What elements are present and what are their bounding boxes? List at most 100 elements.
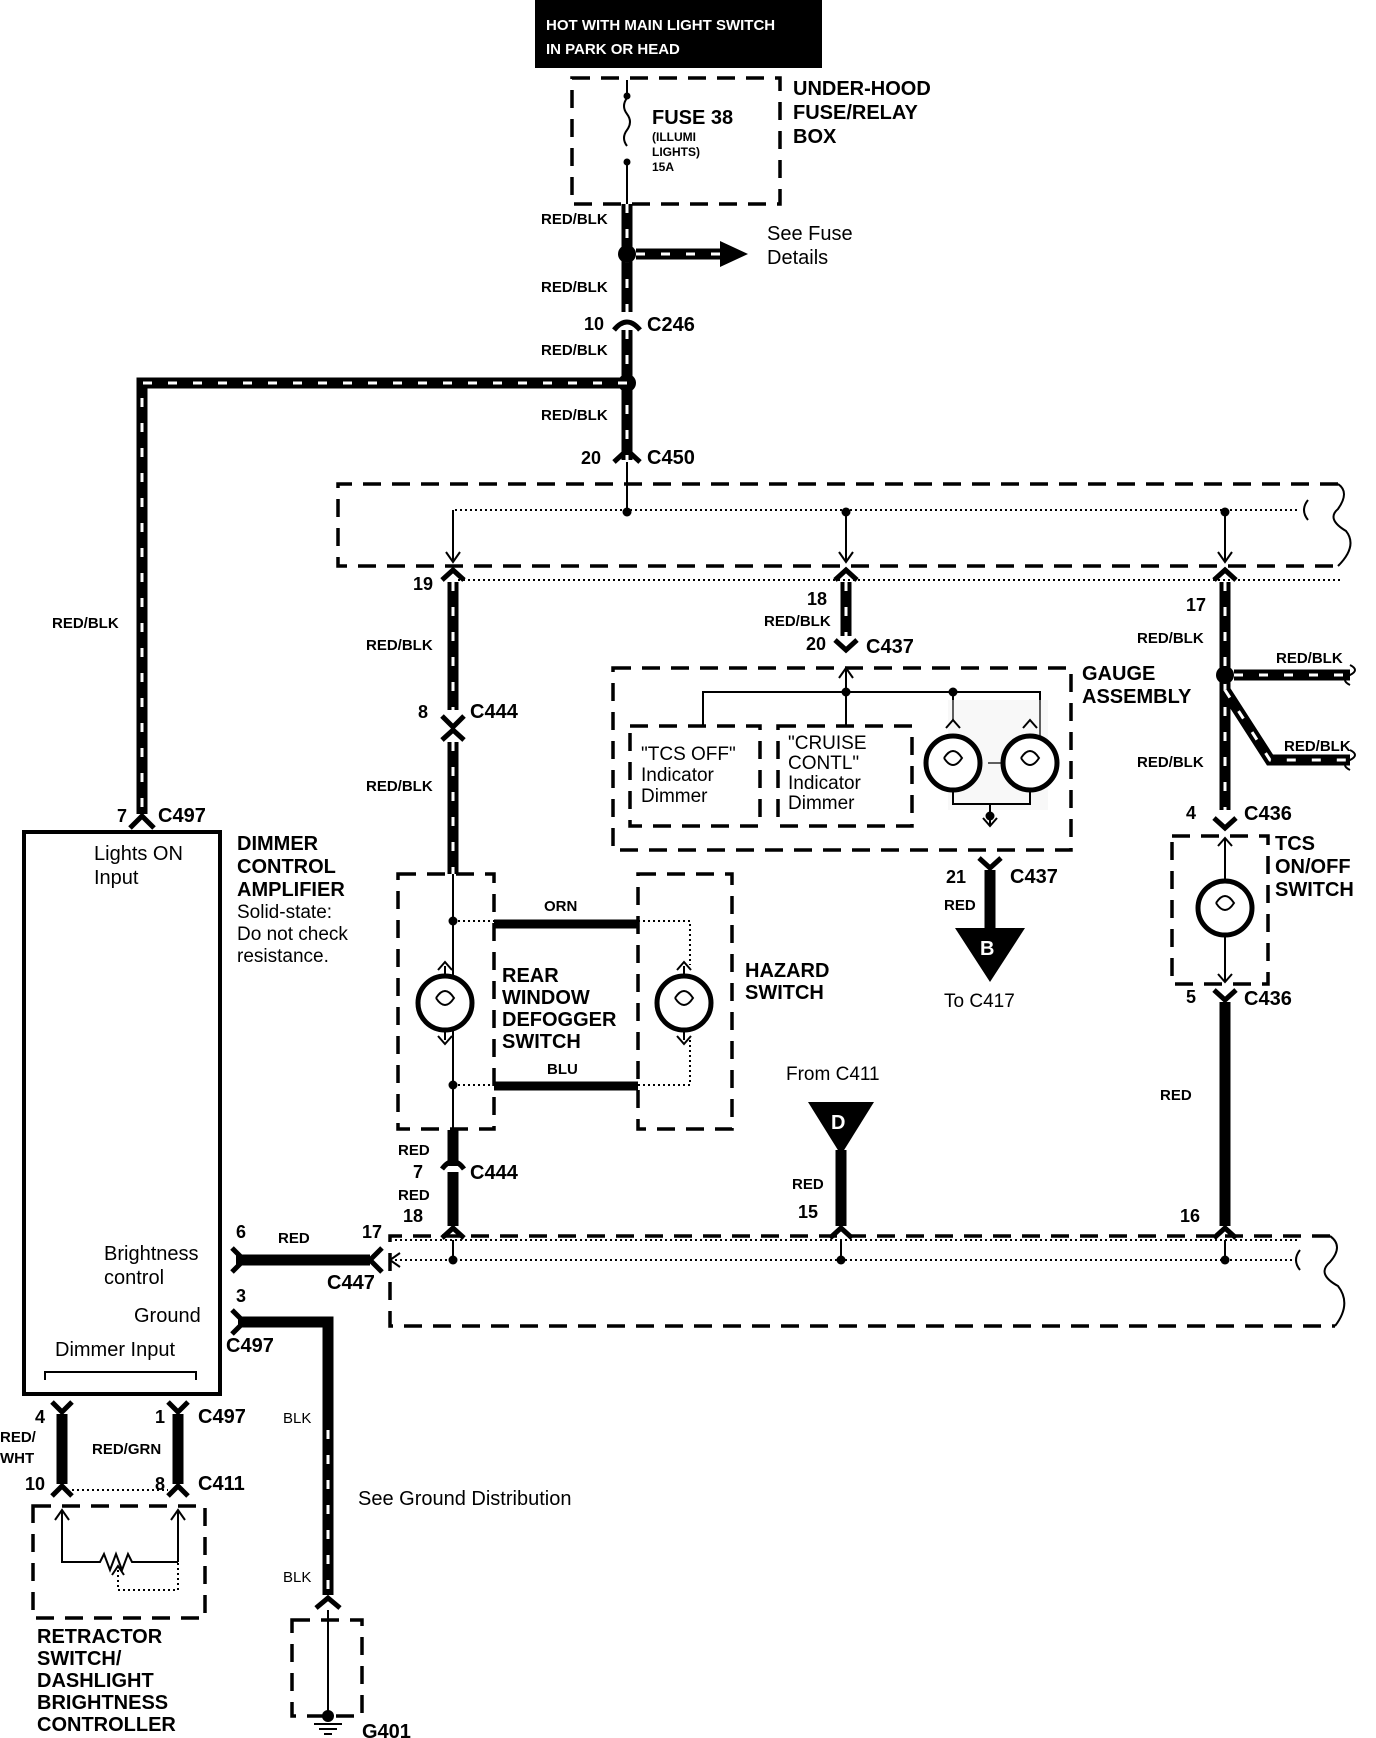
header-line1: HOT WITH MAIN LIGHT SWITCH xyxy=(546,17,775,34)
connector-label-c437: C437 xyxy=(866,636,914,658)
connector-d-letter: D xyxy=(831,1112,845,1134)
brightness-wire: 6 RED 17 C447 xyxy=(230,1222,384,1294)
connector-label-c246: C246 xyxy=(647,314,695,336)
wire-label-red-blk: RED/BLK xyxy=(541,407,608,424)
dimmer-amp-title-3: AMPLIFIER xyxy=(237,879,345,901)
branch-17-tcs: 17 RED/BLK RED/BLK RED/BLK RED/BLK 4 C43… xyxy=(1137,566,1356,832)
connector-label-g401: G401 xyxy=(362,1721,411,1738)
ground-wire: 3 C497 BLK BLK See Ground Distribution G… xyxy=(226,1286,571,1738)
connector-d-note: From C411 xyxy=(786,1064,880,1085)
dimmer-amp-title-2: CONTROL xyxy=(237,856,336,878)
dimmer-input-wires: 4 RED/ WHT 10 RED/GRN 1 C497 8 C411 xyxy=(0,1400,246,1498)
pin-c411-10: 10 xyxy=(25,1474,45,1494)
defogger-label-2: WINDOW xyxy=(502,987,590,1009)
pin-17-left: 17 xyxy=(362,1222,382,1242)
tcs-switch-label-3: SWITCH xyxy=(1275,879,1354,901)
pin-c497-1: 1 xyxy=(155,1407,165,1427)
main-feed-wire: RED/BLK RED/BLK RED/BLK RED/BLK 10 C246 … xyxy=(541,204,695,480)
pin-20: 20 xyxy=(806,634,826,654)
left-feed-wire: RED/BLK 7 C497 xyxy=(52,377,627,830)
wire-label-red: RED xyxy=(278,1230,310,1247)
gauge-bulb-2 xyxy=(990,718,1060,805)
wire-label-red-blk: RED/BLK xyxy=(1137,630,1204,647)
branch-19: 19 RED/BLK 8 C444 RED/BLK xyxy=(366,566,519,874)
connector-label-c437-lower: C437 xyxy=(1010,866,1058,888)
wire-label-red-wht-2: WHT xyxy=(0,1450,34,1467)
splice-dot xyxy=(618,245,636,263)
gauge-bulb-1 xyxy=(923,718,990,805)
retractor-label-4: BRIGHTNESS xyxy=(37,1692,168,1714)
wire-label-red: RED xyxy=(1160,1087,1192,1104)
connector-label-c447: C447 xyxy=(327,1272,375,1294)
pin-c497-4: 4 xyxy=(35,1407,45,1427)
fuse-box-title-3: BOX xyxy=(793,126,837,148)
wire-label-red-blk: RED/BLK xyxy=(541,279,608,296)
connector-b-note: To C417 xyxy=(944,991,1015,1012)
fuse-details-arrow: See Fuse Details xyxy=(636,223,853,269)
fuse-details-line2: Details xyxy=(767,247,828,269)
pin-17-top: 17 xyxy=(1186,595,1206,615)
dimmer-amp-title-1: DIMMER xyxy=(237,833,319,855)
branch-18-gauge: 18 RED/BLK 20 C437 xyxy=(764,566,914,658)
wire-label-red: RED xyxy=(944,897,976,914)
wire-label-red-blk: RED/BLK xyxy=(1137,754,1204,771)
pin-c444-8: 8 xyxy=(418,702,428,722)
header-box: HOT WITH MAIN LIGHT SWITCH IN PARK OR HE… xyxy=(535,0,822,68)
fuse-symbol xyxy=(623,97,631,147)
connector-b-letter: B xyxy=(980,938,994,960)
wire-label-red-wht-1: RED/ xyxy=(0,1429,37,1446)
potentiometer-symbol xyxy=(61,1512,178,1573)
retractor-label-1: RETRACTOR xyxy=(37,1626,163,1648)
retractor-label-2: SWITCH/ xyxy=(37,1648,122,1670)
fuse-relay-box: FUSE 38 (ILLUMI LIGHTS) 15A UNDER-HOOD F… xyxy=(570,76,931,206)
connector-label-c436-lower: C436 xyxy=(1244,988,1292,1010)
wire-label-red: RED xyxy=(398,1142,430,1159)
cruise-label-1: "CRUISE xyxy=(788,733,867,754)
pin-c444-7: 7 xyxy=(413,1162,423,1182)
tcs-switch: TCS ON/OFF SWITCH xyxy=(1170,833,1354,986)
cruise-label-2: CONTL" xyxy=(788,753,859,774)
dimmer-control-amplifier: Lights ON Input Brightness control Groun… xyxy=(22,830,348,1396)
fuse-detail-1: (ILLUMI xyxy=(652,130,696,144)
pin-19: 19 xyxy=(413,574,433,594)
fuse-detail-2: LIGHTS) xyxy=(652,145,700,159)
pin-c411-8: 8 xyxy=(155,1474,165,1494)
pin-c436-4: 4 xyxy=(1186,803,1196,823)
gauge-title-2: ASSEMBLY xyxy=(1082,686,1192,708)
connector-b-triangle xyxy=(955,928,1025,982)
ground-distribution-note: See Ground Distribution xyxy=(358,1488,571,1510)
wire-label-red-blk: RED/BLK xyxy=(764,613,831,630)
dimmer-amp-note-1: Solid-state: xyxy=(237,902,332,923)
connector-label-c444-lower: C444 xyxy=(470,1162,519,1184)
dimmer-input-label: Dimmer Input xyxy=(55,1339,175,1361)
wire-label-red-blk: RED/BLK xyxy=(366,637,433,654)
connector-label-c444: C444 xyxy=(470,701,519,723)
wire-label-orn: ORN xyxy=(544,898,577,915)
wire-label-red-blk: RED/BLK xyxy=(52,615,119,632)
pin-c450-20: 20 xyxy=(581,448,601,468)
pin-c497-3: 3 xyxy=(236,1286,246,1306)
defogger-label-3: DEFOGGER xyxy=(502,1009,617,1031)
pin-c246-10: 10 xyxy=(584,314,604,334)
wire-label-blk: BLK xyxy=(283,1410,311,1427)
cruise-label-4: Dimmer xyxy=(788,793,855,814)
gauge-title-1: GAUGE xyxy=(1082,663,1155,685)
defogger-indicator-bulb xyxy=(415,960,475,1046)
c246-connector xyxy=(612,319,642,332)
lights-on-label-1: Lights ON xyxy=(94,843,183,865)
hazard-label-1: HAZARD xyxy=(745,960,829,982)
branch-18-bottom: RED 7 C444 RED 18 xyxy=(398,1130,519,1240)
ground-label: Ground xyxy=(134,1305,201,1327)
gauge-assembly: "TCS OFF" Indicator Dimmer "CRUISE CONTL… xyxy=(611,663,1192,852)
wire-label-red-grn: RED/GRN xyxy=(92,1441,161,1458)
fuse-name: FUSE 38 xyxy=(652,107,733,129)
pin-c436-5: 5 xyxy=(1186,987,1196,1007)
wire-label-blu: BLU xyxy=(547,1061,578,1078)
connector-label-c411: C411 xyxy=(198,1473,245,1495)
tcs-off-label-3: Dimmer xyxy=(641,786,708,807)
connector-d-triangle xyxy=(808,1102,874,1155)
top-bus-box xyxy=(336,480,1352,581)
tcs-switch-label-1: TCS xyxy=(1275,833,1315,855)
fuse-details-line1: See Fuse xyxy=(767,223,853,245)
